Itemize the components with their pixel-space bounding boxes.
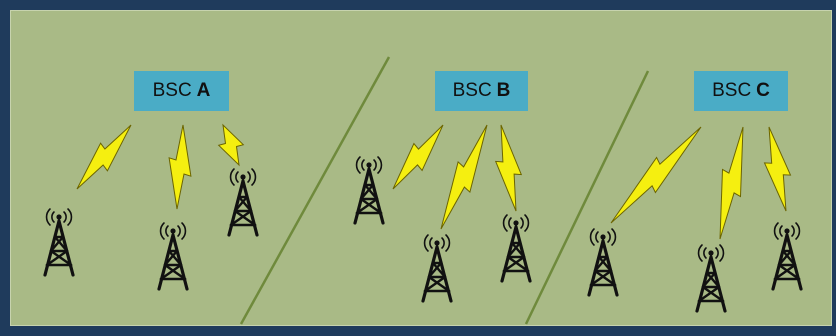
network-scene <box>43 56 803 325</box>
lightning-link-icon <box>217 123 245 167</box>
lightning-link-icon <box>440 124 488 230</box>
lightning-link-icon <box>610 126 702 224</box>
bsc-b-prefix: BSC <box>452 80 492 101</box>
cell-tower-icon <box>421 234 453 303</box>
bsc-a-letter: A <box>196 80 211 101</box>
cell-tower-icon <box>43 208 75 277</box>
lightning-link-icon <box>76 124 132 190</box>
lightning-link-icon <box>494 124 523 212</box>
lightning-link-icon <box>392 124 444 190</box>
bsc-a-prefix: BSC <box>152 80 192 101</box>
bsc-c-letter: C <box>756 80 770 101</box>
cell-tower-icon <box>353 156 385 225</box>
bsc-b-letter: B <box>496 80 511 101</box>
cell-tower-icon <box>157 222 189 291</box>
cell-tower-icon <box>500 214 532 283</box>
cell-towers <box>43 156 803 313</box>
lightning-link-icon <box>719 126 744 240</box>
cell-divider-ab <box>239 56 391 325</box>
cell-tower-icon <box>227 168 259 237</box>
lightning-link-icon <box>763 126 792 212</box>
cell-divider-bc <box>524 70 650 325</box>
cell-tower-icon <box>587 228 619 297</box>
radio-links <box>76 123 792 240</box>
cell-tower-icon <box>695 244 727 313</box>
cell-tower-icon <box>771 222 803 291</box>
lightning-link-icon <box>168 124 192 210</box>
bsc-c-prefix: BSC <box>712 80 752 101</box>
